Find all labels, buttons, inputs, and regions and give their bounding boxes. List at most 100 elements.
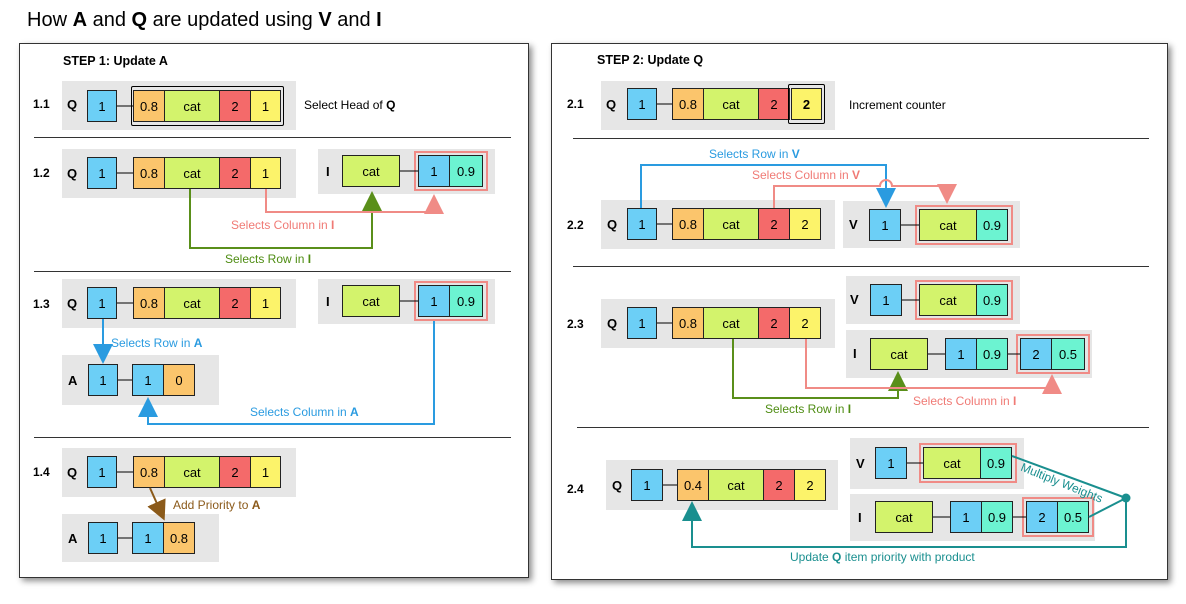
index-2-4-name: I: [858, 510, 862, 525]
arrow-2-4-v-weight: [1011, 455, 1127, 499]
queue-2-4-priority-cell: 0.4: [677, 469, 709, 501]
index-1-2-name: I: [326, 164, 330, 179]
queue-2-4-count-cell: 2: [763, 469, 795, 501]
vocab-2-3-id-cell: 1: [870, 284, 902, 316]
row-label-1-3: 1.3: [33, 297, 50, 311]
row-label-2-4: 2.4: [567, 482, 584, 496]
separator-2c: [577, 427, 1149, 428]
vocab-2-4-id-cell: 1: [875, 447, 907, 479]
queue-2-1-id-cell: 1: [627, 88, 657, 120]
queue-1-2-counter-cell: 1: [250, 157, 281, 189]
queue-2-3-counter-cell: 2: [789, 307, 821, 339]
row-label-2-1: 2.1: [567, 97, 584, 111]
separator-1a: [34, 137, 511, 138]
queue-2-2-count-cell: 2: [758, 208, 790, 240]
queue-2-1-counter-outline: [788, 84, 825, 124]
row-label-1-1: 1.1: [33, 97, 50, 111]
annotation-2-4-update: Update Q item priority with product: [790, 550, 975, 564]
step2-heading: STEP 2: Update Q: [597, 53, 704, 67]
queue-1-3-item-cell: cat: [164, 287, 220, 319]
annotation-1-3-column: Selects Column in A: [250, 405, 359, 419]
arrow-2-4-update: [682, 498, 1127, 548]
matrix-1-4-row-cell: 1: [88, 522, 118, 554]
queue-2-4-counter-cell: 2: [794, 469, 826, 501]
queue-1-4-name: Q: [67, 465, 78, 480]
index-1-2-item-cell: cat: [342, 155, 400, 187]
note-2-1: Increment counter: [849, 98, 946, 112]
separator-2b: [573, 266, 1149, 267]
arrow-2-4-i-weight: [1088, 497, 1127, 518]
annotation-2-2-row: Selects Row in V: [709, 147, 800, 161]
queue-1-3-name: Q: [67, 296, 78, 311]
index-2-4-id-cell-a: 1: [950, 501, 982, 533]
index-1-3-item-cell: cat: [342, 285, 400, 317]
vocab-2-4-weight-cell: 0.9: [980, 447, 1012, 479]
row-label-2-2: 2.2: [567, 218, 584, 232]
arrow-1-4-priority: [147, 487, 166, 521]
vocab-2-2-weight-cell: 0.9: [976, 209, 1008, 241]
index-1-3-name: I: [326, 294, 330, 309]
annotation-1-4-priority: Add Priority to A: [173, 498, 261, 512]
queue-1-4-counter-cell: 1: [250, 456, 281, 488]
queue-2-2-id-cell: 1: [627, 208, 657, 240]
annotation-1-2-column: Selects Column in I: [231, 218, 335, 232]
queue-2-3-count-cell: 2: [758, 307, 790, 339]
queue-1-1-id-cell: 1: [87, 90, 117, 122]
index-2-4-weight-cell-a: 0.9: [981, 501, 1013, 533]
queue-2-2-priority-cell: 0.8: [672, 208, 704, 240]
queue-1-4-id-cell: 1: [87, 456, 117, 488]
arrow-2-3-row: [732, 339, 908, 399]
step1-heading: STEP 1: Update A: [63, 54, 168, 68]
annotation-2-3-column: Selects Column in I: [913, 394, 1017, 408]
matrix-1-4-name: A: [68, 531, 78, 546]
queue-2-2-counter-cell: 2: [789, 208, 821, 240]
matrix-1-3-value-cell: 0: [163, 364, 195, 396]
vocab-2-3-weight-cell: 0.9: [976, 284, 1008, 316]
queue-2-1-count-cell: 2: [758, 88, 790, 120]
queue-1-3-id-cell: 1: [87, 287, 117, 319]
index-2-3-name: I: [853, 346, 857, 361]
queue-1-2-id-cell: 1: [87, 157, 117, 189]
vocab-2-3-name: V: [850, 292, 859, 307]
index-2-4-item-cell: cat: [875, 501, 933, 533]
matrix-1-3-name: A: [68, 373, 78, 388]
vocab-2-4-item-cell: cat: [923, 447, 981, 479]
vocab-2-4-name: V: [856, 456, 865, 471]
index-1-3-weight-cell: 0.9: [449, 285, 483, 317]
annotation-1-3-row: Selects Row in A: [111, 336, 203, 350]
row-label-1-4: 1.4: [33, 465, 50, 479]
note-1-1: Select Head of Q: [304, 98, 396, 112]
annotation-2-3-row: Selects Row in I: [765, 402, 852, 416]
arrow-2-3-column: [805, 339, 1062, 394]
index-2-3-weight-cell-a: 0.9: [976, 338, 1008, 370]
matrix-1-4-value-cell: 0.8: [163, 522, 195, 554]
queue-2-4-id-cell: 1: [631, 469, 663, 501]
queue-2-1-name: Q: [606, 97, 617, 112]
arrow-1-2-row: [189, 189, 382, 249]
separator-1b: [34, 271, 511, 272]
arrow-2-2-column: [773, 179, 957, 208]
queue-1-4-count-cell: 2: [219, 456, 251, 488]
row-label-1-2: 1.2: [33, 166, 50, 180]
figure-title: How A and Q are updated using V and I: [27, 9, 382, 31]
index-2-4-weight-cell-b: 0.5: [1057, 501, 1089, 533]
arrow-1-2-column: [265, 189, 444, 214]
matrix-1-3-row-cell: 1: [88, 364, 118, 396]
queue-2-4-name: Q: [612, 478, 623, 493]
index-2-3-id-cell-b: 2: [1020, 338, 1052, 370]
queue-1-1-name: Q: [67, 97, 78, 112]
queue-1-3-counter-cell: 1: [250, 287, 281, 319]
arrow-2-2-row: [640, 164, 896, 208]
arrow-1-3-column: [138, 321, 435, 425]
separator-2a: [573, 138, 1149, 139]
queue-1-1-counter-cell: 1: [250, 90, 281, 122]
queue-2-2-name: Q: [607, 217, 618, 232]
index-1-2-weight-cell: 0.9: [449, 155, 483, 187]
queue-2-4-item-cell: cat: [708, 469, 764, 501]
vocab-2-2-id-cell: 1: [869, 209, 901, 241]
separator-1c: [34, 437, 511, 438]
queue-1-2-item-cell: cat: [164, 157, 220, 189]
annotation-2-2-column: Selects Column in V: [752, 168, 861, 182]
queue-2-2-item-cell: cat: [703, 208, 759, 240]
